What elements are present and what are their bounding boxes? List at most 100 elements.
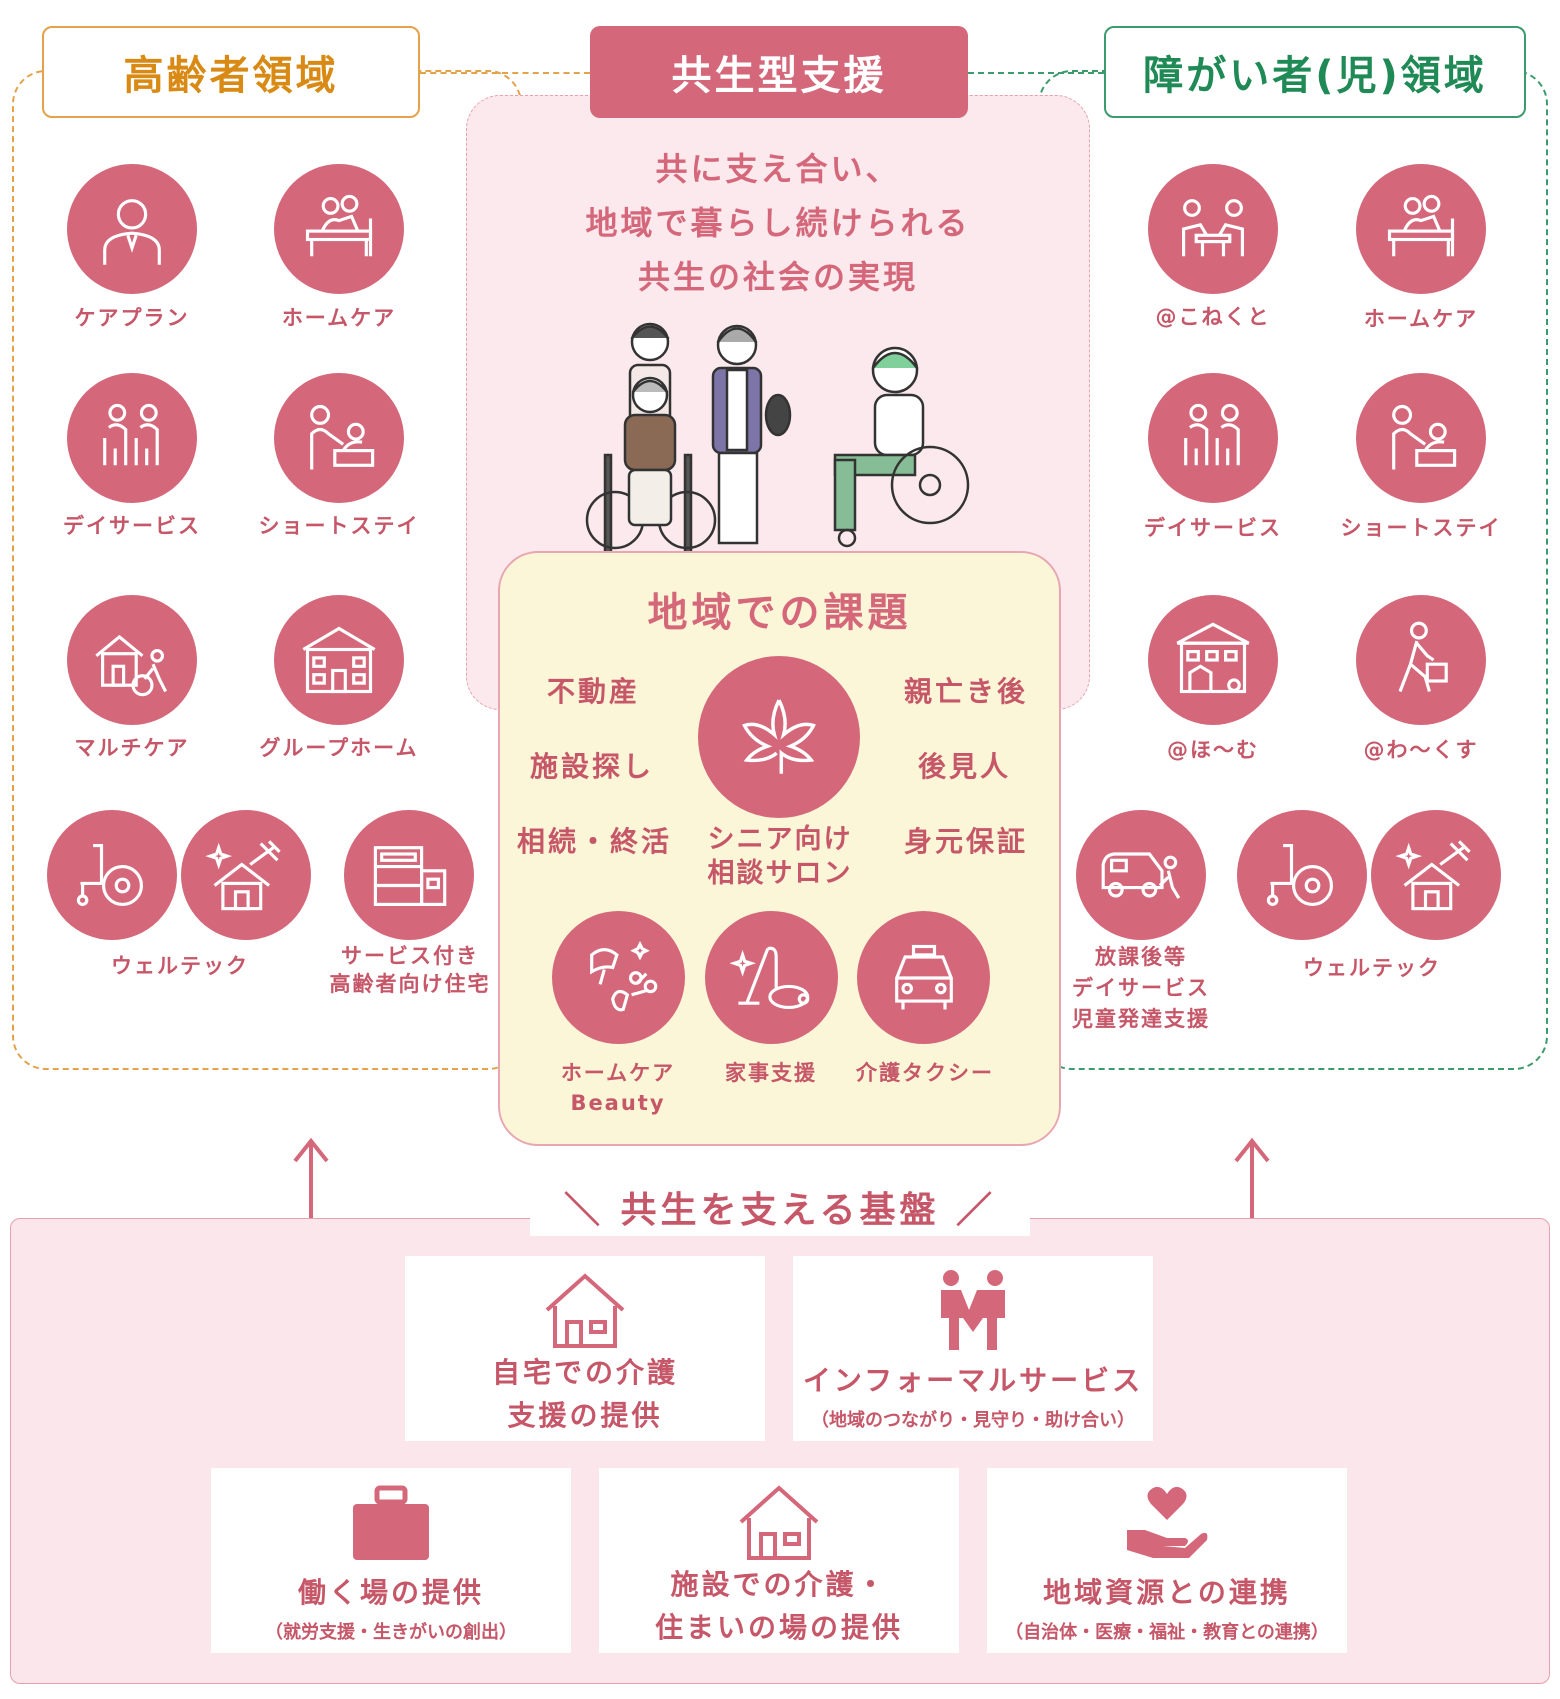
foundation-card-title: インフォーマルサービス — [802, 1364, 1144, 1397]
briefcase-icon — [353, 1485, 429, 1560]
foundation-card-title: 働く場の提供 — [297, 1576, 484, 1609]
short-stay-icon — [310, 404, 375, 470]
multi-care-icon — [95, 634, 168, 697]
house-icon — [1176, 622, 1250, 694]
disability-label-home: @ほ〜む — [1167, 738, 1259, 762]
tools-icon — [205, 840, 281, 911]
elder-label-weltec: ウェルテック — [111, 954, 249, 978]
foundation-card-informal: インフォーマルサービス （地域のつながり・見守り・助け合い） — [793, 1256, 1153, 1441]
foundation-card-resources: 地域資源との連携 （自治体・医療・福祉・教育との連携） — [987, 1468, 1347, 1653]
house-icon — [739, 1485, 819, 1560]
beauty-circle — [552, 911, 685, 1044]
day-service-circle-disability — [1148, 373, 1278, 503]
disability-label-works: @わ〜くす — [1363, 738, 1479, 762]
issue-guardian: 後見人 — [918, 750, 1012, 783]
beauty-label: ホームケア Beauty — [560, 1061, 676, 1115]
right-arrow-shaft — [1250, 1140, 1254, 1220]
short-stay-icon — [1392, 404, 1457, 470]
home-circle — [1148, 595, 1278, 725]
home-care-circle-disability — [1356, 164, 1486, 294]
foundation-card-subtitle: （自治体・医療・福祉・教育との連携） — [1005, 1622, 1329, 1643]
elder-label-service-housing: サービス付き 高齢者向け住宅 — [329, 944, 491, 996]
foundation-card-subtitle: （地域のつながり・見守り・助け合い） — [811, 1410, 1135, 1431]
after-school-circle — [1076, 810, 1206, 940]
weltec-wheelchair-circle — [47, 810, 177, 940]
home-care-icon — [305, 194, 373, 257]
day-service-icon — [1184, 403, 1240, 466]
wheelchair-icon — [1266, 844, 1333, 906]
apartment-icon — [373, 846, 447, 906]
disability-label-connect: @こねくと — [1155, 305, 1271, 329]
heart-hand-icon — [1127, 1486, 1208, 1558]
senior-salon-circle — [698, 656, 860, 818]
home-care-circle — [274, 164, 404, 294]
people-illustration-icon — [585, 322, 970, 555]
elder-label-care-plan: ケアプラン — [74, 306, 190, 330]
tools-icon — [1395, 840, 1471, 911]
weltec-wheelchair-circle-disability — [1237, 810, 1367, 940]
elder-label-home-care: ホームケア — [281, 306, 397, 330]
works-circle — [1356, 595, 1486, 725]
vision-line-3: 共生の社会の実現 — [637, 258, 918, 296]
elder-label-multi-care: マルチケア — [74, 736, 190, 760]
left-up-arrow-icon — [293, 1137, 329, 1163]
day-service-icon — [103, 403, 159, 466]
foundation-card-title: 地域資源との連携 — [1043, 1576, 1291, 1609]
disability-label-home-care: ホームケア — [1363, 307, 1479, 331]
elder-connector — [420, 72, 590, 74]
foundation-card-work: 働く場の提供 （就労支援・生きがいの創出） — [211, 1468, 571, 1653]
weltec-tools-circle-disability — [1371, 810, 1501, 940]
person-icon — [103, 199, 161, 265]
people-icon — [941, 1270, 1005, 1350]
vision-line-1: 共に支え合い、 — [655, 150, 901, 188]
short-stay-circle-disability — [1356, 373, 1486, 503]
meeting-icon — [1182, 199, 1244, 257]
house-icon — [545, 1273, 625, 1348]
foundation-card-home-care: 自宅での介護 支援の提供 — [405, 1256, 765, 1441]
issue-facility-search: 施設探し — [530, 750, 655, 783]
taxi-icon — [894, 944, 953, 1009]
disability-connector — [968, 72, 1104, 74]
disability-label-short-stay: ショートステイ — [1340, 516, 1502, 540]
elder-label-group-home: グループホーム — [259, 736, 419, 760]
van-icon — [1101, 852, 1181, 899]
apartment-circle — [344, 810, 474, 940]
foundation-card-subtitle: （就労支援・生きがいの創出） — [265, 1622, 517, 1643]
vacuum-icon — [729, 946, 809, 1009]
leaf-icon — [742, 699, 816, 774]
foundation-card-title: 施設での介護・ 住まいの場の提供 — [654, 1568, 903, 1644]
disability-label-weltec: ウェルテック — [1303, 956, 1441, 980]
foundation-card-facility: 施設での介護・ 住まいの場の提供 — [599, 1468, 959, 1653]
worker-icon — [1398, 621, 1448, 693]
disability-header: 障がい者(児)領域 — [1104, 26, 1526, 118]
issue-inheritance: 相続・終活 — [517, 825, 673, 858]
right-up-arrow-icon — [1234, 1137, 1270, 1163]
foundation-title: ＼ 共生を支える基盤 ／ — [530, 1186, 1030, 1236]
care-taxi-circle — [857, 911, 990, 1044]
elder-label-day-service: デイサービス — [63, 514, 201, 538]
issue-identity-guarantee: 身元保証 — [904, 825, 1029, 858]
group-home-icon — [302, 626, 376, 694]
kyosei-header: 共生型支援 — [590, 26, 968, 118]
elder-label-short-stay: ショートステイ — [258, 514, 420, 538]
home-care-icon — [1387, 194, 1455, 257]
foundation-card-title: 自宅での介護 支援の提供 — [491, 1356, 678, 1432]
care-taxi-label: 介護タクシー — [856, 1061, 994, 1085]
weltec-tools-circle — [181, 810, 311, 940]
elder-header: 高齢者領域 — [42, 26, 420, 118]
connect-circle — [1148, 164, 1278, 294]
housework-label: 家事支援 — [725, 1061, 817, 1085]
multi-care-circle — [67, 595, 197, 725]
regional-issues-box — [498, 551, 1061, 1146]
housework-circle — [705, 911, 838, 1044]
group-home-circle — [274, 595, 404, 725]
disability-label-after-school: 放課後等 デイサービス 児童発達支援 — [1072, 945, 1210, 1031]
disability-label-day-service: デイサービス — [1144, 516, 1282, 540]
issues-title: 地域での課題 — [647, 590, 912, 636]
left-arrow-shaft — [309, 1140, 313, 1220]
care-plan-circle — [67, 164, 197, 294]
senior-salon-label: シニア向け 相談サロン — [707, 824, 853, 889]
wheelchair-icon — [76, 844, 143, 906]
day-service-circle — [67, 373, 197, 503]
issue-after-parents: 親亡き後 — [904, 675, 1029, 708]
